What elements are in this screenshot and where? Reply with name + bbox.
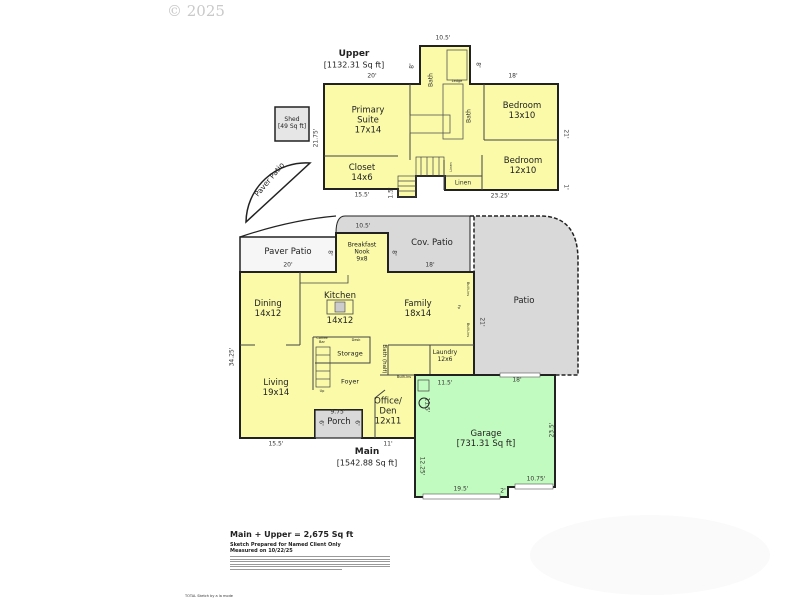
- room-family: Family 18x14: [404, 299, 432, 319]
- dim-family-right: 21': [478, 317, 486, 327]
- disclaimer-fine-print: [230, 556, 390, 571]
- dim-porch-right: 6': [353, 420, 361, 426]
- garage-outline: [414, 374, 556, 498]
- built-ins-label: Built-ins: [396, 374, 412, 379]
- dim-nook-top: 10.5': [355, 222, 371, 230]
- desk-label: Desk: [351, 337, 361, 342]
- dim-main-bottom-left: 15.5': [268, 440, 284, 448]
- dim-upper-left: 21.75': [312, 128, 320, 148]
- ledge-label: Ledge: [451, 78, 463, 83]
- bathroom-fixtures: [446, 49, 468, 81]
- room-porch: Porch: [327, 417, 351, 428]
- dim-garage-left: 12.25': [418, 456, 426, 476]
- patio-area: [470, 215, 579, 376]
- room-paver-patio: Paver Patio: [264, 247, 312, 258]
- dim-garage-bottom: 19.5': [453, 485, 469, 493]
- water-heater: [418, 397, 430, 409]
- room-breakfast-nook: Breakfast Nook 9x8: [347, 241, 377, 263]
- paver-patio-round: [245, 162, 312, 224]
- shed-outline: [274, 106, 310, 142]
- bathroom-fixtures: [409, 114, 451, 134]
- room-bath-upper-2: Bath: [465, 109, 473, 123]
- dim-upper-bath-top: 10.5': [435, 34, 451, 42]
- dim-upper-bottom-left: 15.5': [354, 191, 370, 199]
- room-bath-half: Bath (half): [381, 344, 388, 374]
- dim-nook-right: 8': [390, 250, 398, 256]
- faint-watermark: [530, 515, 770, 595]
- total-area: Main + Upper = 2,675 Sq ft: [230, 530, 354, 539]
- room-foyer: Foyer: [340, 377, 360, 386]
- upper-stairs: [397, 156, 445, 198]
- dim-garage-bottom-right: 10.75': [526, 475, 546, 483]
- software-credit: TOTAL Sketch by a la mode: [185, 594, 233, 598]
- dim-upper-stair: 1.5': [387, 187, 395, 199]
- main-stairs: [315, 346, 331, 388]
- fireplace-label: Fp: [457, 304, 462, 310]
- main-area: [1542.88 Sq ft]: [336, 458, 398, 468]
- dim-porch-left: 6': [317, 420, 325, 426]
- shed-label: Shed [49 Sq ft]: [277, 116, 307, 130]
- room-kitchen: Kitchen: [324, 291, 356, 302]
- dim-upper-bottom-right: 23.25': [490, 192, 510, 200]
- dim-upper-top-left: 20': [367, 72, 377, 80]
- stairs-up-label: Up: [319, 388, 325, 393]
- built-ins-label: Built-ins: [466, 322, 471, 338]
- room-garage: Garage [731.31 Sq ft]: [456, 429, 516, 449]
- dim-garage-left-top: 11.5': [423, 397, 431, 413]
- room-primary-suite: Primary Suite 17x14: [351, 105, 385, 135]
- dim-nook-left: 8': [326, 250, 334, 256]
- room-linen: Linen: [454, 179, 472, 187]
- room-living: Living 19x14: [262, 378, 290, 398]
- kitchen-range: [334, 301, 346, 313]
- upper-area: [1132.31 Sq ft]: [323, 60, 385, 70]
- room-kitchen-size: 14x12: [326, 316, 354, 327]
- patio-curve-edge: [239, 215, 337, 238]
- dim-main-bottom-office: 11': [383, 440, 393, 448]
- linen-closet-label: Linen: [448, 162, 453, 172]
- garage-door: [422, 493, 501, 500]
- room-bedroom-12x10: Bedroom 12x10: [503, 156, 543, 176]
- dim-upper-bath-right: 8': [474, 62, 482, 68]
- dim-paver-patio: 20': [283, 261, 293, 269]
- room-cov-patio: Cov. Patio: [411, 238, 453, 249]
- copyright-watermark: © 2025: [167, 2, 225, 20]
- dim-laundry-bottom: 11.5': [437, 379, 453, 387]
- kitchen-island: [326, 299, 354, 315]
- dim-upper-right-small: 1': [562, 184, 570, 190]
- room-bedroom-13x10: Bedroom 13x10: [502, 101, 542, 121]
- room-closet: Closet 14x6: [348, 163, 376, 183]
- dim-garage-top: 18': [512, 376, 522, 384]
- room-storage: Storage: [337, 349, 363, 358]
- coffee-bar-label: Coffee Bar: [316, 335, 328, 344]
- porch-area: [314, 409, 363, 439]
- kitchen-counter: [300, 275, 349, 284]
- garage-door: [514, 483, 554, 490]
- dim-cov-patio: 18': [425, 261, 435, 269]
- room-patio: Patio: [513, 296, 535, 307]
- room-bath-upper-1: Bath: [427, 73, 435, 87]
- bathroom-fixtures: [442, 83, 464, 140]
- dim-upper-top-right: 18': [508, 72, 518, 80]
- dim-upper-right: 21': [562, 129, 570, 139]
- dim-main-left: 34.25': [228, 347, 236, 367]
- dim-porch-top: 9.75': [330, 408, 346, 416]
- room-laundry: Laundry 12x6: [432, 349, 458, 363]
- mechanical-unit: [417, 379, 430, 392]
- measured-date: Measured on 10/22/25: [230, 548, 293, 554]
- room-office-den: Office/ Den 12x11: [374, 396, 402, 426]
- upper-title: Upper: [338, 48, 370, 59]
- patio-door: [499, 372, 541, 378]
- room-dining: Dining 14x12: [254, 299, 282, 319]
- main-title: Main: [354, 446, 380, 457]
- dim-garage-notch: 2': [500, 487, 506, 495]
- built-ins-label: Built-ins: [466, 281, 471, 297]
- prepared-note: Sketch Prepared for Named Client Only: [230, 542, 341, 548]
- dim-upper-bath-left: 8': [408, 63, 416, 69]
- dim-garage-right: 23.5': [548, 422, 556, 438]
